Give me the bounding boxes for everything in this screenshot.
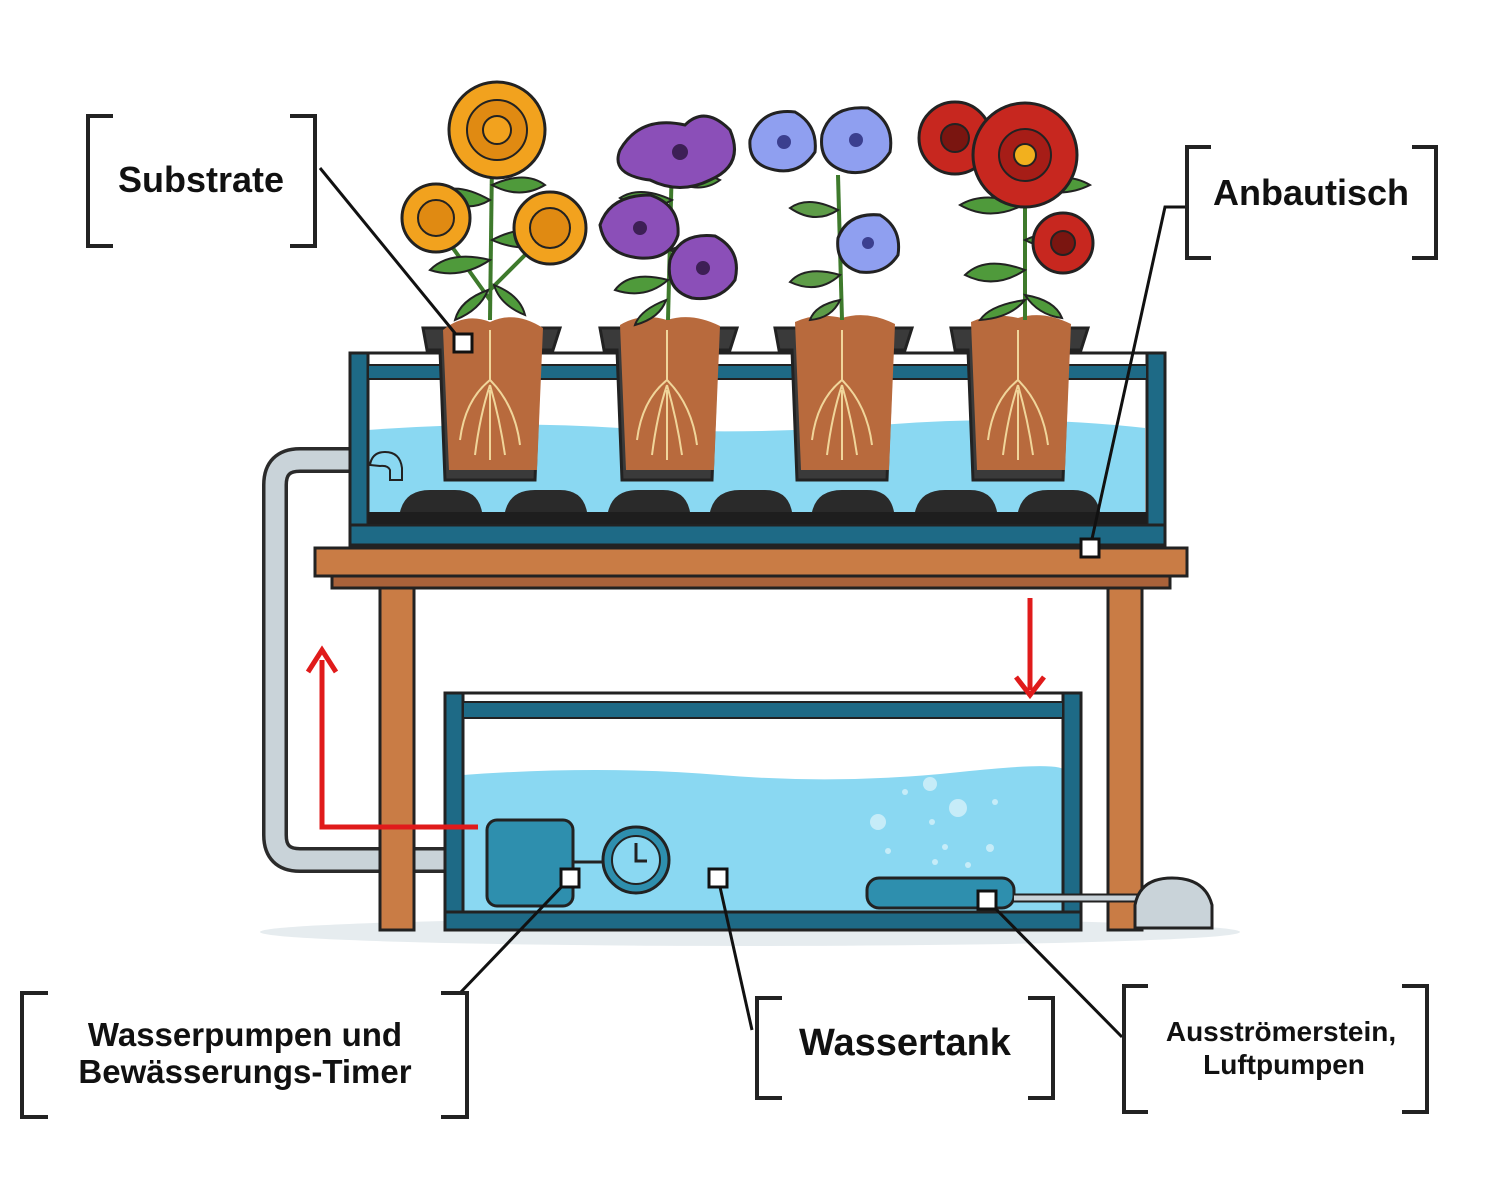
water-tank xyxy=(443,691,1083,932)
label-pump-timer-line2: Bewässerungs-Timer xyxy=(78,1053,411,1090)
roots xyxy=(459,330,521,460)
flowers xyxy=(400,80,1095,327)
label-air-stone-line1: Ausströmerstein, xyxy=(1166,1016,1396,1047)
label-air-stone-line2: Luftpumpen xyxy=(1203,1049,1365,1080)
label-pump-timer-line1: Wasserpumpen und xyxy=(88,1016,402,1053)
inlet-spout xyxy=(368,450,403,481)
growing-table xyxy=(313,546,1189,932)
flow-arrows xyxy=(305,598,1046,830)
return-pipe xyxy=(262,447,458,873)
label-brackets xyxy=(20,114,1438,1119)
label-substrate: Substrate xyxy=(118,159,284,200)
pot-3 xyxy=(773,315,915,482)
label-water-tank: Wassertank xyxy=(799,1022,1012,1064)
flower-icon xyxy=(917,100,1095,322)
callout-lines xyxy=(318,167,1188,1039)
label-growing-table: Anbautisch xyxy=(1213,172,1409,213)
timer-gauge-icon xyxy=(601,825,671,895)
water-pump xyxy=(485,818,575,908)
callout-markers xyxy=(452,332,1101,911)
pot-1 xyxy=(421,317,563,482)
air-bubbles xyxy=(870,777,998,868)
plant-pots xyxy=(421,315,1091,482)
pot-4 xyxy=(949,315,1091,482)
tray-supports xyxy=(400,490,1100,512)
pot-2 xyxy=(598,316,740,482)
flower-icon xyxy=(748,106,901,322)
flower-icon xyxy=(598,114,738,327)
air-pump-icon xyxy=(1133,876,1214,930)
flower-icon xyxy=(400,80,588,322)
